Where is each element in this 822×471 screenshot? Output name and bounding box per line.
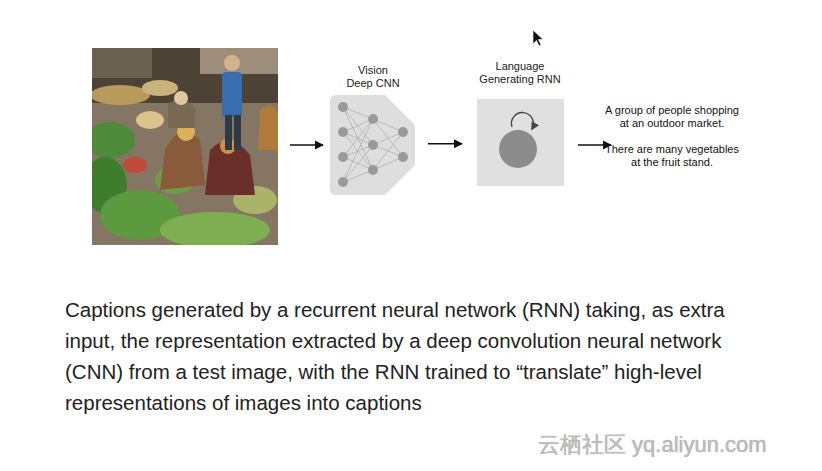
input-arrow: [290, 144, 323, 145]
block-heading: Vision Deep CNN: [344, 64, 402, 90]
mouse-cursor: [533, 30, 543, 46]
block-heading: Language Generating RNN: [475, 60, 565, 86]
output-sentence: A group of people shopping at an outdoor…: [604, 104, 740, 130]
market-photo: [92, 48, 278, 245]
flow-arrow: [428, 143, 462, 144]
network-block: Vision Deep CNN: [318, 64, 428, 195]
recurrent-loop: [511, 113, 533, 129]
rnn-box: [477, 99, 564, 186]
cnn-shape: [330, 95, 415, 195]
block-shape: [330, 95, 415, 195]
generated-captions: A group of people shopping at an outdoor…: [604, 104, 740, 169]
output-sentence: There are many vegetables at the fruit s…: [604, 143, 740, 169]
network-block: Language Generating RNN: [470, 60, 570, 186]
figure-caption: Captions generated by a recurrent neural…: [65, 294, 767, 418]
watermark: 云栖社区 yq.aliyun.com: [538, 431, 767, 459]
network-graph: [338, 102, 408, 187]
block-shape: [477, 99, 564, 186]
rnn-cell: [499, 130, 537, 168]
